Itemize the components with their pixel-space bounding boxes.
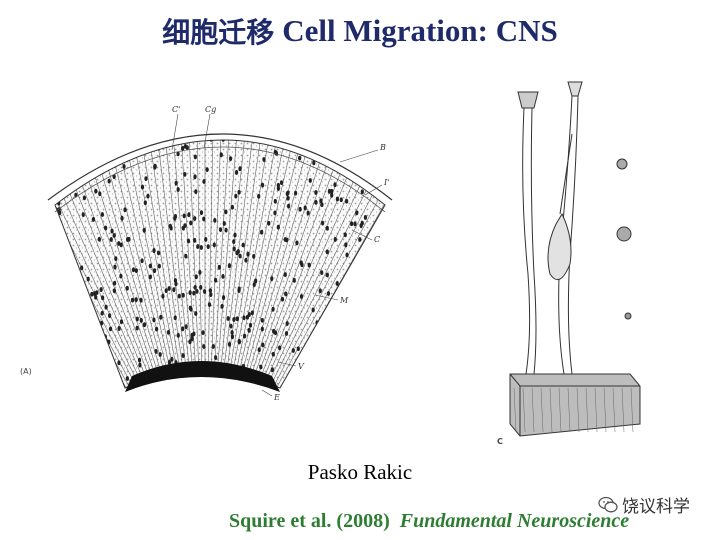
figure-a-label-m: M (339, 296, 349, 305)
figure-a-label-b: B (379, 143, 386, 152)
figure-a-label-c-prime: C' (172, 105, 180, 114)
title-english: Cell Migration: CNS (282, 13, 558, 48)
figure-c-panel-label: C (497, 437, 503, 446)
citation-authors-year: Squire et al. (2008) (229, 510, 390, 532)
title-chinese: 细胞迁移 (162, 16, 275, 49)
watermark-text: 饶议科学 (622, 497, 690, 517)
citation: Squire et al. (2008) Fundamental Neurosc… (229, 510, 629, 533)
figure-a-label-c: C (374, 235, 380, 244)
figure-a-panel-label: (A) (20, 367, 32, 376)
figure-c-radial-glia-illustration (509, 81, 641, 437)
wechat-icon (598, 496, 618, 512)
slide-title: 细胞迁移 Cell Migration: CNS (0, 8, 720, 54)
figure-a-label-v: V (298, 362, 305, 371)
watermark: 饶议科学 (598, 492, 690, 517)
figure-a-label-i-prime: I' (383, 178, 389, 187)
citation-book-title: Fundamental Neuroscience (399, 510, 630, 532)
figure-a-label-e: E (273, 393, 280, 402)
figure-a-cortex-illustration: C' Cg B I' C M V E (47, 105, 393, 402)
figure-a-label-cg: Cg (205, 105, 216, 114)
author-name: Pasko Rakic (307, 460, 413, 484)
